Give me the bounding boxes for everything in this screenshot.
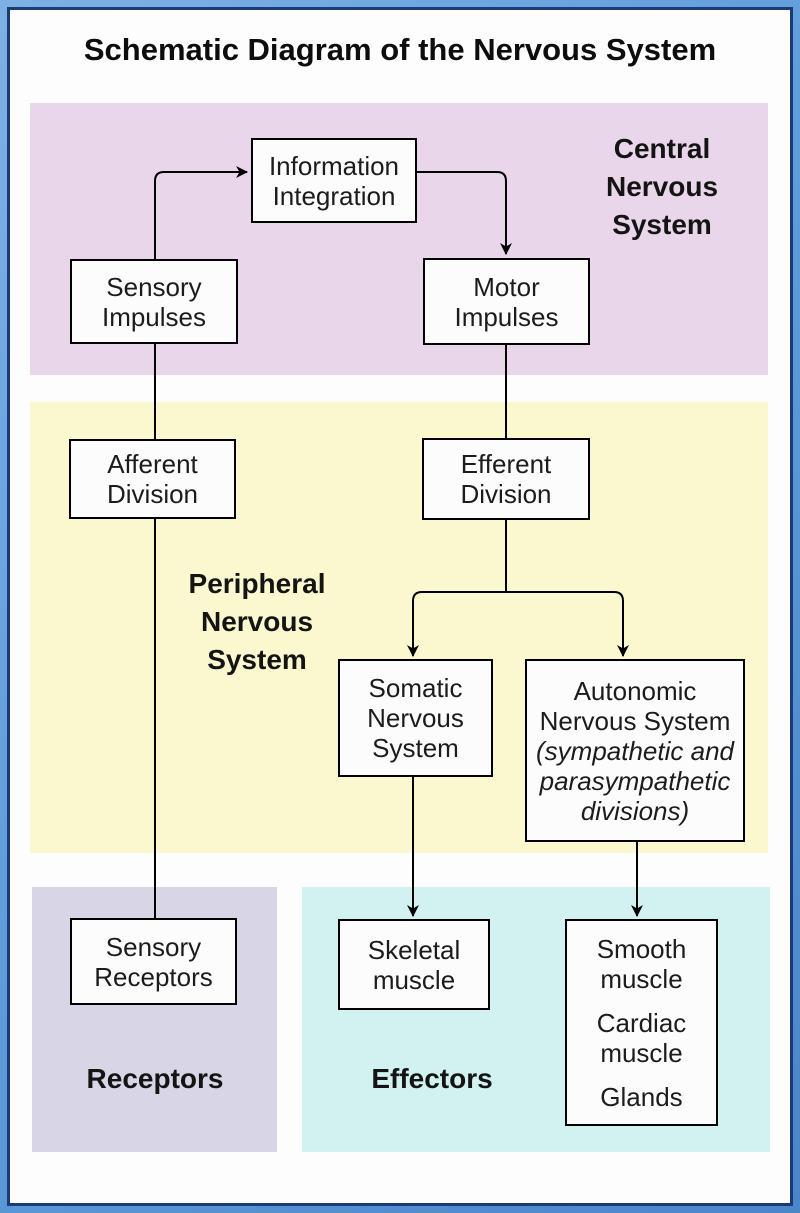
node-label-line: Nervous System (539, 705, 731, 736)
node-label-line: Skeletal (367, 934, 461, 965)
node-label-line: Efferent (460, 449, 552, 479)
region-label-line: Peripheral (188, 568, 326, 599)
node-label-line: System (372, 733, 459, 763)
node-label-line: Glands (600, 1081, 683, 1112)
region-label-line: Central (613, 133, 711, 164)
node-label-line: parasympathetic (539, 765, 731, 796)
node-label-line: Division (460, 479, 552, 509)
region-label-line: Nervous (605, 171, 719, 202)
node-label-line: muscle (372, 964, 456, 995)
node-label-line: Motor (473, 271, 540, 302)
node-label-line: muscle (600, 1037, 683, 1068)
node-label-line: (sympathetic and (536, 735, 734, 766)
region-label-receptors: Receptors (10, 1060, 315, 1098)
node-label-line: Integration (272, 180, 396, 211)
node-label-line: Autonomic (573, 675, 697, 706)
node-label-line: Division (106, 479, 199, 509)
region-label-line: Effectors (371, 1063, 493, 1094)
region-label-effectors: Effectors (272, 1060, 592, 1098)
region-label-line: System (207, 644, 307, 675)
node-label-line: divisions) (580, 795, 690, 826)
region-label-line: System (612, 209, 712, 240)
node-label-line: Sensory (106, 271, 202, 302)
node-label-line: Somatic (368, 673, 463, 703)
diagram-canvas: Schematic Diagram of the Nervous System … (7, 7, 793, 1206)
node-label-line: Impulses (101, 301, 207, 332)
node-label-line: Cardiac (596, 1007, 687, 1038)
node-label-line: Information (268, 150, 400, 181)
diagram-title: Schematic Diagram of the Nervous System (83, 32, 717, 67)
node-label-line: Impulses (454, 301, 559, 332)
node-label-line: Nervous (367, 703, 464, 733)
node-label-line: muscle (600, 963, 683, 994)
region-label-line: Nervous (200, 606, 314, 637)
node-label-line: Smooth (596, 933, 687, 964)
node-label-line: Receptors (94, 961, 213, 992)
region-label-line: Receptors (86, 1063, 224, 1094)
node-label-line: Sensory (105, 931, 202, 962)
node-label-line: Afferent (107, 449, 198, 479)
